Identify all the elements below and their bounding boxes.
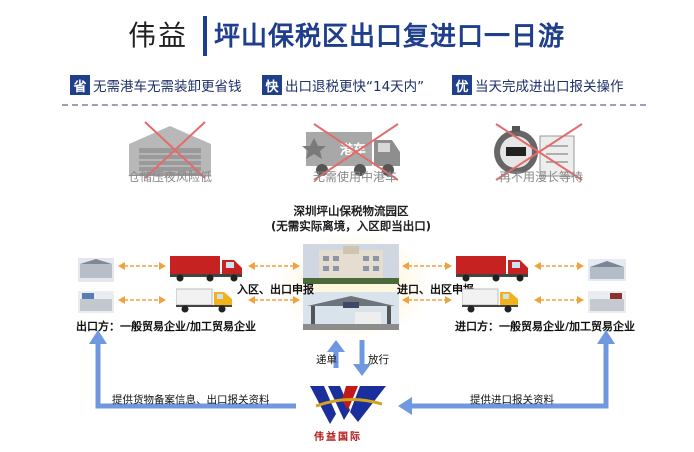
park-subtitle: (无需实际离境，入区即当出口) [270, 219, 431, 233]
feature-badge: 省 [70, 75, 90, 95]
benefit-label: 再不用漫长等待 [498, 170, 583, 184]
park-title: 深圳坪山保税物流园区 [293, 204, 409, 218]
benefit-label: 无需使用中港车 [312, 170, 397, 184]
warehouse-crossed-icon [129, 121, 211, 179]
feature-save: 省 无需港车无需装卸更省钱 [70, 74, 242, 96]
flow-arrow-left-top [118, 262, 166, 270]
title-divider [203, 16, 207, 56]
logo-text: 伟益国际 [314, 432, 362, 443]
feature-fast: 快 出口退税更快“14天内” [262, 74, 424, 96]
weiyi-logo [310, 386, 386, 424]
feature-badge: 快 [262, 75, 282, 95]
red-truck-icon [456, 256, 528, 282]
timer-crossed-icon [494, 123, 583, 181]
header-divider [62, 104, 646, 106]
deliver-label: 递单 [316, 354, 337, 366]
feature-badge: 优 [452, 75, 472, 95]
importer-docs-label: 提供进口报关资料 [470, 394, 554, 406]
flow-arrow-to-park-top [248, 262, 300, 270]
hk-truck-crossed-icon: 港车 [302, 123, 400, 181]
flow-arrow-right-bottom [534, 296, 584, 304]
exporter-label: 出口方：一般贸易企业/加工贸易企业 [76, 320, 257, 333]
exporter-factory-photo [78, 258, 114, 282]
left-declare-label: 入区、出口申报 [237, 283, 314, 296]
flow-arrow-from-park-bottom [402, 296, 452, 304]
park-heading: 深圳坪山保税物流园区 (无需实际离境，入区即当出口) [266, 204, 436, 234]
red-truck-icon [170, 256, 242, 282]
exporter-warehouse-photo [78, 291, 114, 313]
yellow-truck-icon [176, 288, 232, 313]
feature-quality: 优 当天完成进出口报关操作 [452, 74, 624, 96]
park-building-photo [303, 244, 399, 284]
feature-text: 当天完成进出口报关操作 [475, 79, 624, 95]
flow-arrow-from-park-top [402, 262, 452, 270]
importer-warehouse-photo [588, 291, 626, 313]
importer-label: 进口方：一般贸易企业/加工贸易企业 [455, 320, 636, 333]
release-label: 放行 [368, 354, 389, 366]
importer-factory-photo [588, 259, 626, 281]
brand-name: 伟益 [128, 19, 189, 52]
park-gate-photo [303, 292, 399, 330]
exporter-docs-label: 提供货物备案信息、出口报关资料 [112, 394, 270, 406]
page-title: 坪山保税区出口复进口一日游 [214, 22, 566, 52]
benefit-label: 仓储压夜风险低 [127, 170, 212, 184]
flow-arrow-left-bottom [118, 296, 166, 304]
flow-arrow-to-park-bottom [248, 296, 300, 304]
feature-text: 无需港车无需装卸更省钱 [93, 79, 242, 95]
flow-arrow-right-top [534, 262, 584, 270]
feature-text: 出口退税更快“14天内” [285, 79, 425, 95]
right-declare-label: 进口、出区申报 [397, 283, 474, 296]
yellow-truck-icon [462, 288, 518, 313]
